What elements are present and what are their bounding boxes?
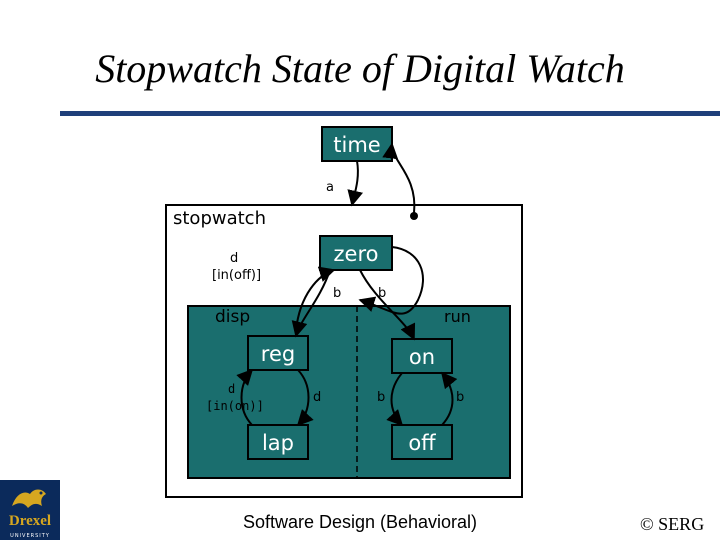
copyright-text: © SERG: [640, 514, 705, 534]
stopwatch-label: stopwatch: [173, 208, 266, 229]
dragon-icon: [12, 489, 46, 508]
transition-a: [347, 160, 364, 207]
transition-d-in-on-label-1: d: [228, 382, 235, 396]
transition-lap-to-reg: [236, 368, 254, 426]
transition-b-zero-right-label: b: [378, 286, 386, 301]
off-state-label: off: [408, 431, 436, 455]
disp-label: disp: [215, 307, 250, 327]
title-rule: [60, 111, 720, 116]
transition-on-to-off: [386, 372, 404, 427]
transition-d-reg-lap-label: d: [313, 390, 321, 405]
transition-zero-to-on: [358, 246, 424, 315]
transition-off-to-on: [440, 371, 458, 426]
transition-zero-to-on-b: [359, 269, 416, 341]
time-state: [321, 126, 393, 162]
transition-to-time-dot: [410, 212, 418, 220]
on-state: [391, 338, 453, 374]
lap-state: [247, 424, 309, 460]
transition-d-in-off-label-1: d: [230, 251, 238, 266]
transition-reg-to-lap: [296, 369, 314, 427]
drexel-logo: Drexel UNIVERSITY: [0, 480, 60, 540]
transition-zero-to-reg: [291, 269, 331, 338]
transition-d-in-on-label-2: [in(on)]: [206, 399, 264, 413]
reg-state-label: reg: [261, 342, 295, 366]
transition-b-on-off-left-label: b: [377, 390, 385, 405]
run-label: run: [444, 307, 471, 326]
off-state: [391, 424, 453, 460]
slide-title: Stopwatch State of Digital Watch: [95, 46, 625, 91]
transition-d-in-off-label-2: [in(off)]: [212, 268, 261, 283]
transition-b-zero-left-label: b: [333, 286, 341, 301]
transition-b-on-off-right-label: b: [456, 390, 464, 405]
on-state-label: on: [409, 345, 435, 369]
footer-text: Software Design (Behavioral): [242, 512, 478, 532]
lap-state-label: lap: [262, 431, 294, 455]
logo-subtitle: UNIVERSITY: [10, 533, 50, 539]
transition-to-time: [382, 142, 416, 214]
transition-a-label: a: [326, 180, 334, 195]
zero-state-label: zero: [334, 242, 379, 266]
reg-state: [247, 335, 309, 371]
zero-state: [319, 235, 393, 271]
logo-wordmark: Drexel: [8, 513, 52, 529]
time-state-label: time: [333, 133, 380, 157]
concurrent-region: [187, 305, 511, 479]
